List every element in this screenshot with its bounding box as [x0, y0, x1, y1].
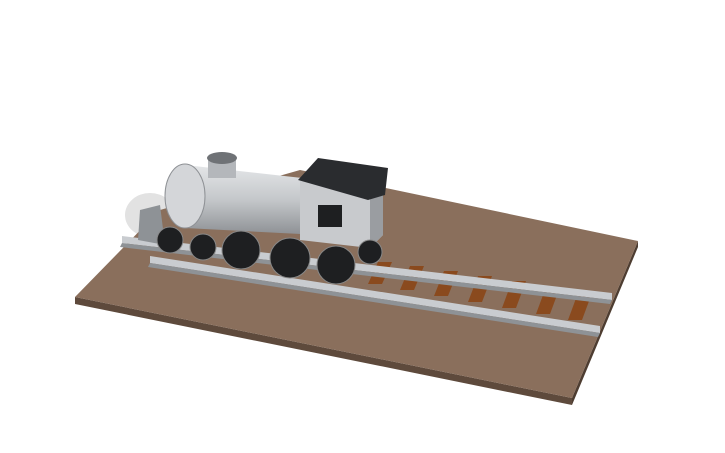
wheel	[269, 237, 311, 279]
wheel	[221, 230, 261, 270]
wheel	[316, 245, 356, 285]
wheels	[156, 226, 383, 285]
wheel	[189, 233, 217, 261]
wheel	[156, 226, 184, 254]
cab-window	[318, 205, 342, 227]
boiler-front	[164, 163, 206, 229]
smokestack-top	[207, 152, 237, 164]
boiler	[185, 165, 320, 235]
wheel	[357, 239, 383, 265]
cab-roof	[298, 158, 388, 200]
locomotive[interactable]	[138, 152, 388, 285]
cab-side	[370, 182, 383, 248]
